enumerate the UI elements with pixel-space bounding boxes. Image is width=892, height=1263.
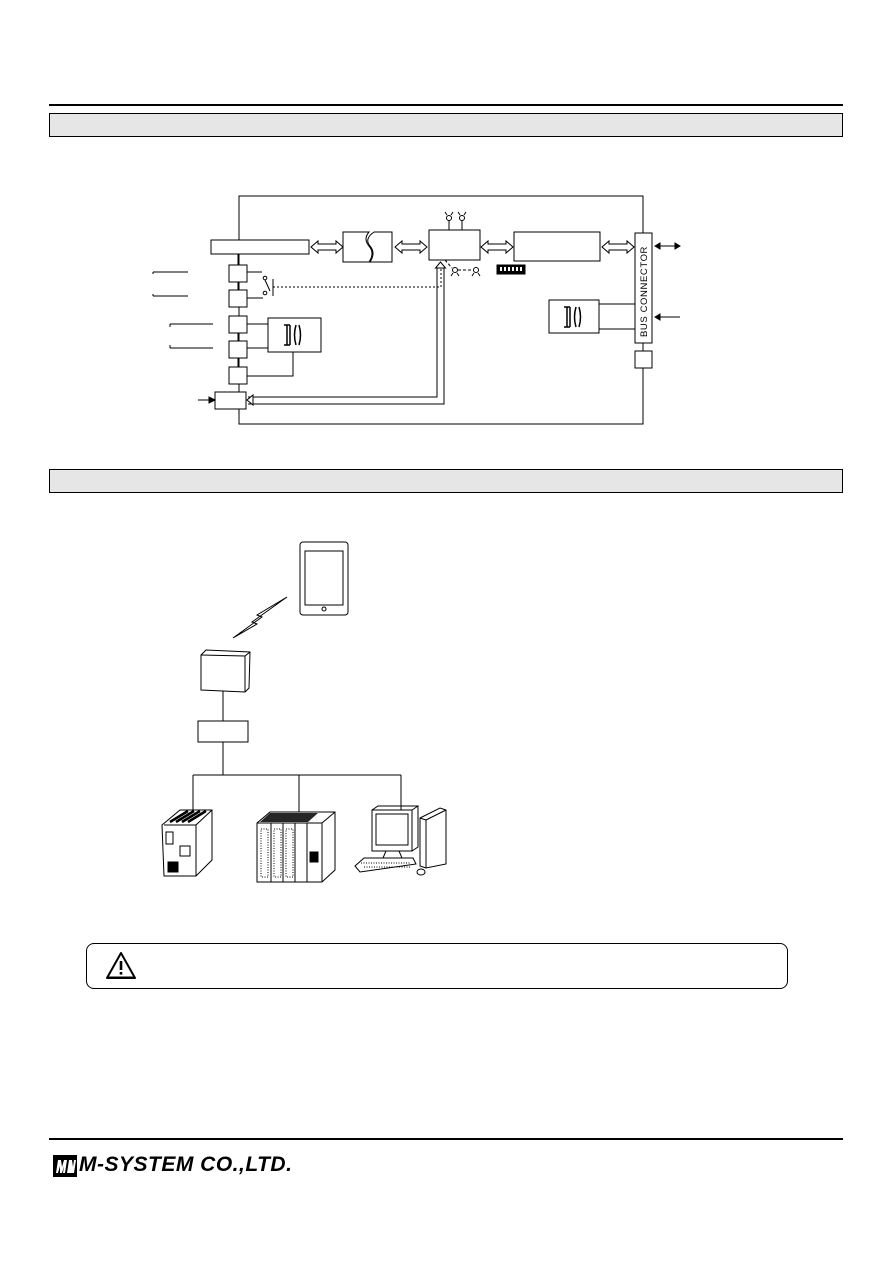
terminal bbox=[228, 315, 248, 334]
plc-device-icon bbox=[161, 809, 213, 877]
top-rule bbox=[49, 104, 843, 106]
cpu-block bbox=[428, 229, 481, 261]
company-logo: M-SYSTEM CO.,LTD. bbox=[53, 1153, 313, 1181]
section-bar-system-configuration bbox=[49, 469, 843, 493]
power-arrow bbox=[654, 313, 680, 321]
double-arrow bbox=[310, 239, 344, 255]
terminal bbox=[228, 340, 248, 359]
double-arrow bbox=[394, 239, 428, 255]
network-bus bbox=[192, 774, 402, 813]
system-configuration-diagram bbox=[161, 541, 447, 883]
terminal bbox=[228, 289, 248, 308]
terminal bbox=[214, 391, 247, 410]
data-path-arrow bbox=[246, 261, 447, 407]
company-name: M-SYSTEM CO.,LTD. bbox=[79, 1153, 293, 1176]
warning-box bbox=[86, 943, 788, 989]
terminal bbox=[228, 264, 248, 283]
led-icon bbox=[444, 211, 454, 230]
module-box bbox=[197, 720, 249, 743]
bus-connector-label: BUS CONNECTOR bbox=[639, 246, 650, 337]
led-icon bbox=[457, 211, 467, 230]
section-bar-block-diagram bbox=[49, 113, 843, 137]
bottom-rule bbox=[49, 1138, 843, 1140]
isolation-block bbox=[342, 231, 393, 263]
double-arrow bbox=[480, 239, 514, 255]
wireless-access-point-icon bbox=[200, 649, 251, 693]
block-diagram: BUS CONNECTOR bbox=[152, 195, 681, 425]
pc-workstation-icon bbox=[354, 805, 447, 876]
terminal bbox=[228, 366, 248, 385]
plc-rack-icon bbox=[256, 811, 336, 883]
input-circuit-block bbox=[210, 239, 310, 255]
dip-switch-icon bbox=[496, 264, 526, 275]
bus-terminal bbox=[634, 350, 653, 369]
bus-double-arrow bbox=[654, 242, 681, 250]
wireless-signal-icon bbox=[232, 596, 288, 639]
m-system-logo-icon bbox=[53, 1155, 77, 1177]
communication-block bbox=[513, 231, 601, 262]
input-leads bbox=[152, 271, 217, 404]
double-arrow bbox=[601, 239, 635, 255]
tablet-icon bbox=[299, 541, 349, 616]
bus-connector bbox=[634, 232, 653, 344]
warning-triangle-icon bbox=[106, 952, 136, 979]
transformer-icon bbox=[284, 324, 302, 346]
relay-contact-icon bbox=[247, 271, 274, 299]
led-icon bbox=[450, 267, 460, 277]
led-icon bbox=[471, 267, 481, 277]
transformer-icon bbox=[564, 306, 582, 328]
